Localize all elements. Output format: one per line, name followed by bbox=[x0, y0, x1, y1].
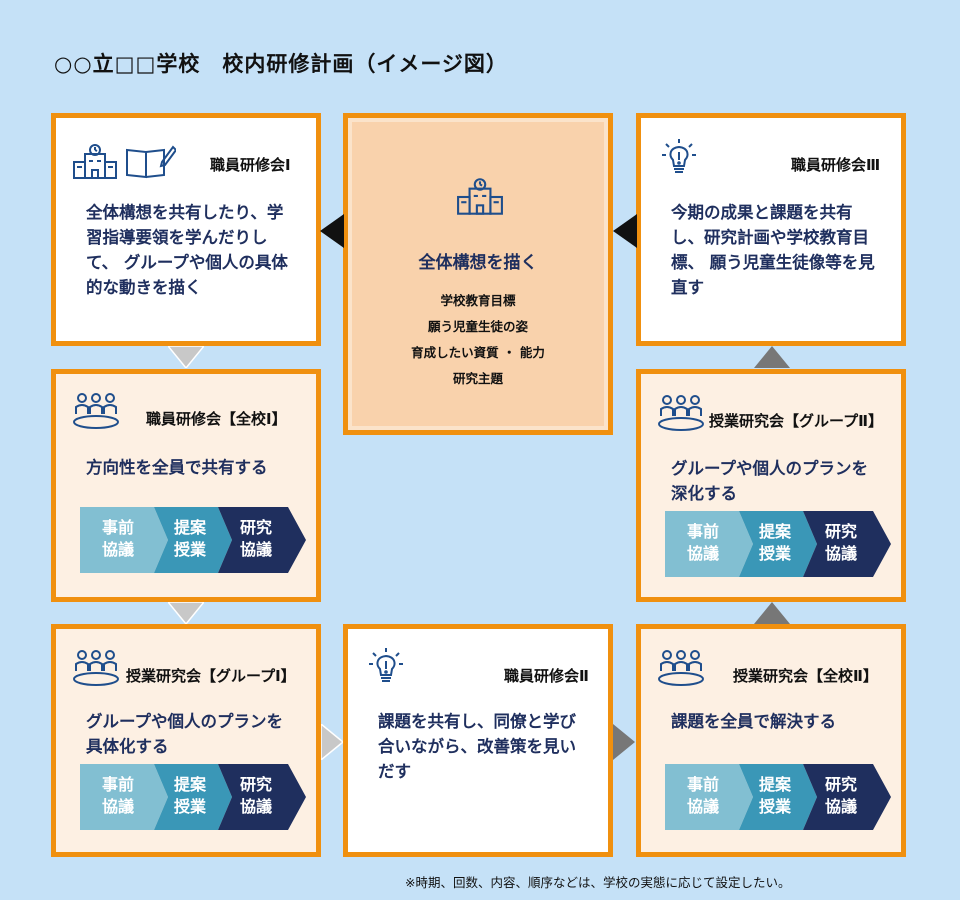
box-title: 職員研修会【全校Ⅰ】 bbox=[146, 410, 287, 428]
lightbulb-icon bbox=[662, 139, 696, 173]
box-title: 授業研究会【グループⅡ】 bbox=[709, 412, 883, 430]
box-description: グループや個人のプランを深化する bbox=[671, 459, 869, 503]
process-arrow-chain: 事前協議 提案授業 研究協議 bbox=[665, 764, 891, 830]
arrow-step-3 bbox=[218, 507, 306, 573]
people-meeting-icon bbox=[658, 650, 704, 686]
arrow-step-3 bbox=[803, 511, 891, 577]
box-title: 授業研究会【全校Ⅱ】 bbox=[733, 667, 878, 685]
box-lesson-study-all-school-2: 授業研究会【全校Ⅱ】 課題を全員で解決する 事前協議 提案授業 研究協議 bbox=[636, 624, 906, 857]
arrow-step-1 bbox=[665, 764, 753, 830]
box-staff-training-1: 職員研修会Ⅰ 全体構想を共有したり、学習指導要領を学んだりして、 グループや個人… bbox=[51, 113, 321, 346]
box-title: 職員研修会Ⅲ bbox=[791, 156, 881, 174]
arrow-step-label: 授業 bbox=[758, 797, 791, 816]
arrow-right-connector bbox=[321, 724, 343, 760]
arrow-step-label: 授業 bbox=[758, 544, 791, 563]
school-icon bbox=[73, 144, 117, 179]
arrow-step-label: 事前 bbox=[101, 518, 134, 537]
arrow-step-label: 研究 bbox=[824, 775, 857, 794]
box-description: 方向性を全員で共有する bbox=[86, 458, 268, 477]
center-title: 全体構想を描く bbox=[418, 253, 538, 273]
footnote: ※時期、回数、内容、順序などは、学校の実態に応じて設定したい。 bbox=[405, 875, 791, 890]
arrow-step-3 bbox=[218, 764, 306, 830]
arrow-up-connector bbox=[754, 346, 790, 368]
arrow-down-connector bbox=[168, 602, 204, 624]
book-pencil-icon bbox=[126, 145, 176, 179]
arrow-step-label: 協議 bbox=[101, 540, 134, 559]
arrow-step-label: 協議 bbox=[824, 544, 857, 563]
arrow-step-label: 協議 bbox=[824, 797, 857, 816]
arrow-step-label: 協議 bbox=[239, 797, 272, 816]
school-icon bbox=[457, 178, 503, 215]
arrow-step-1 bbox=[665, 511, 753, 577]
arrow-right-connector bbox=[613, 724, 635, 760]
arrow-up-connector bbox=[754, 602, 790, 624]
box-title: 職員研修会Ⅰ bbox=[210, 156, 291, 174]
arrow-step-label: 協議 bbox=[239, 540, 272, 559]
process-arrow-chain: 事前協議 提案授業 研究協議 bbox=[665, 511, 891, 577]
center-item: 育成したい資質 ・ 能力 bbox=[411, 345, 545, 360]
arrow-step-label: 研究 bbox=[239, 775, 272, 794]
arrow-step-label: 提案 bbox=[173, 518, 206, 537]
box-description: グループや個人のプランを具体化する bbox=[86, 712, 284, 756]
box-staff-all-school-1: 職員研修会【全校Ⅰ】 方向性を全員で共有する 事前協議 提案授業 研究協議 bbox=[51, 369, 321, 602]
process-arrow-chain: 事前協議 提案授業 研究協議 bbox=[80, 764, 306, 830]
box-lesson-study-group-2: 授業研究会【グループⅡ】 グループや個人のプランを深化する 事前協議 提案授業 … bbox=[636, 369, 906, 602]
arrow-left-connector bbox=[320, 214, 344, 248]
arrow-step-label: 授業 bbox=[173, 540, 206, 559]
box-staff-training-2: 職員研修会Ⅱ 課題を共有し、同僚と学び合いながら、改善策を見いだす bbox=[343, 624, 613, 857]
box-lesson-study-group-1: 授業研究会【グループⅠ】 グループや個人のプランを具体化する 事前協議 提案授業… bbox=[51, 624, 321, 857]
arrow-step-2 bbox=[739, 511, 817, 577]
people-meeting-icon bbox=[73, 393, 119, 429]
box-description: 課題を全員で解決する bbox=[671, 712, 836, 731]
arrow-step-label: 授業 bbox=[173, 797, 206, 816]
people-meeting-icon bbox=[73, 650, 119, 686]
center-item: 願う児童生徒の姿 bbox=[427, 319, 528, 334]
arrow-step-2 bbox=[154, 507, 232, 573]
arrow-step-label: 提案 bbox=[173, 775, 206, 794]
arrow-step-label: 提案 bbox=[758, 775, 791, 794]
box-overall-concept: 全体構想を描く 学校教育目標 願う児童生徒の姿 育成したい資質 ・ 能力 研究主… bbox=[343, 113, 613, 435]
box-title: 授業研究会【グループⅠ】 bbox=[126, 667, 296, 685]
box-description: 全体構想を共有したり、学習指導要領を学んだりして、 グループや個人の具体的な動き… bbox=[86, 203, 288, 297]
arrow-step-label: 協議 bbox=[686, 797, 719, 816]
box-description: 課題を共有し、同僚と学び合いながら、改善策を見いだす bbox=[378, 712, 576, 781]
process-arrow-chain: 事前協議 提案授業 研究協議 bbox=[80, 507, 306, 573]
arrow-step-1 bbox=[80, 764, 168, 830]
box-description: 今期の成果と課題を共有し、研究計画や学校教育目標、 願う児童生徒像等を見直す bbox=[671, 203, 875, 297]
arrow-step-2 bbox=[154, 764, 232, 830]
arrow-step-label: 事前 bbox=[101, 775, 134, 794]
center-item: 学校教育目標 bbox=[440, 293, 516, 308]
page-title: ○○立□□学校 校内研修計画（イメージ図） bbox=[54, 52, 508, 76]
arrow-left-connector bbox=[613, 214, 637, 248]
arrow-step-label: 研究 bbox=[239, 518, 272, 537]
arrow-step-3 bbox=[803, 764, 891, 830]
arrow-step-label: 事前 bbox=[686, 775, 719, 794]
box-staff-training-3: 職員研修会Ⅲ 今期の成果と課題を共有し、研究計画や学校教育目標、 願う児童生徒像… bbox=[636, 113, 906, 346]
arrow-step-label: 事前 bbox=[686, 522, 719, 541]
center-item: 研究主題 bbox=[452, 371, 503, 386]
lightbulb-icon bbox=[369, 648, 403, 682]
arrow-down-connector bbox=[168, 346, 204, 368]
box-title: 職員研修会Ⅱ bbox=[504, 667, 589, 685]
center-item-list: 学校教育目標 願う児童生徒の姿 育成したい資質 ・ 能力 研究主題 bbox=[348, 288, 608, 392]
people-meeting-icon bbox=[658, 395, 704, 431]
arrow-step-1 bbox=[80, 507, 168, 573]
arrow-step-label: 研究 bbox=[824, 522, 857, 541]
arrow-step-label: 協議 bbox=[686, 544, 719, 563]
arrow-step-label: 提案 bbox=[758, 522, 791, 541]
arrow-step-label: 協議 bbox=[101, 797, 134, 816]
arrow-step-2 bbox=[739, 764, 817, 830]
